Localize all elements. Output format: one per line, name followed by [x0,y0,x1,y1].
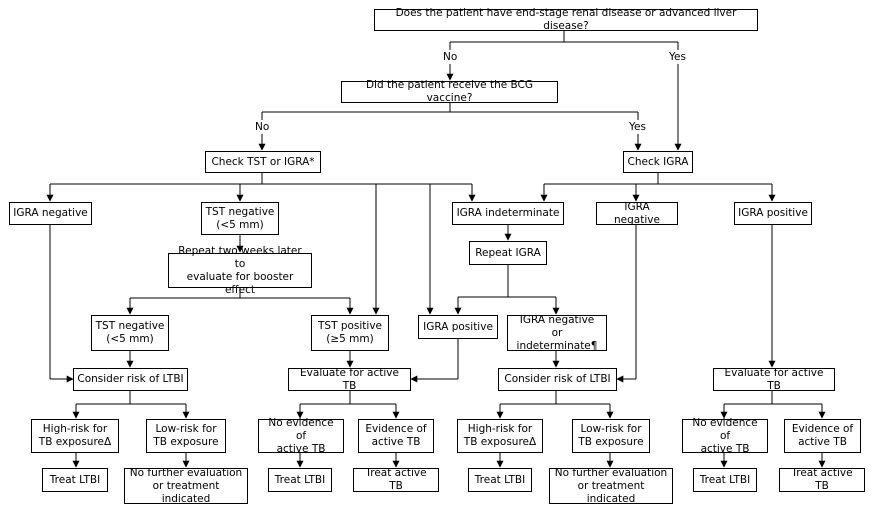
no-further-right: No further evaluation or treatment indic… [549,467,673,505]
treat-ltbi-2: Treat LTBI [268,468,332,492]
igra-positive-mid: IGRA positive [418,315,498,339]
igra-indeterminate: IGRA indeterminate [452,202,564,225]
evidence-right: Evidence of active TB [784,419,861,453]
treat-ltbi-1: Treat LTBI [42,468,108,492]
treat-ltbi-4: Treat LTBI [693,468,757,492]
igra-positive-right: IGRA positive [734,202,812,225]
q2-yes-label: Yes [629,121,646,133]
consider-ltbi-right: Consider risk of LTBI [498,368,617,391]
igra-negative-left: IGRA negative [9,202,92,225]
no-further-left: No further evaluation or treatment indic… [124,467,248,505]
q1-no-label: No [443,51,458,63]
evaluate-active-tb-right: Evaluate for active TB [713,367,835,392]
tst-negative-initial: TST negative (<5 mm) [201,202,279,235]
high-risk-left: High-risk for TB exposureΔ [31,419,119,453]
q2-no-label: No [255,121,270,133]
no-evidence-right: No evidence of active TB [682,417,768,455]
high-risk-right: High-risk for TB exposureΔ [457,419,543,453]
evaluate-active-tb-mid: Evaluate for active TB [288,367,411,392]
treat-ltbi-3: Treat LTBI [468,468,532,492]
consider-ltbi-left: Consider risk of LTBI [73,368,188,391]
tst-negative-repeat: TST negative (<5 mm) [91,315,169,351]
treat-active-tb-1: Treat active TB [353,467,439,492]
check-tst-or-igra: Check TST or IGRA* [205,151,321,173]
repeat-igra: Repeat IGRA [469,241,547,265]
treat-active-tb-2: Treat active TB [779,467,865,492]
igra-negative-right: IGRA negative [596,201,678,226]
check-igra: Check IGRA [623,151,693,173]
tst-positive: TST positive (≥5 mm) [311,315,389,351]
bcg-vaccine-question: Did the patient receive the BCG vaccine? [341,79,558,104]
esrd-liver-question: Does the patient have end-stage renal di… [374,7,758,32]
low-risk-right: Low-risk for TB exposure [572,419,650,453]
q1-yes-label: Yes [669,51,686,63]
low-risk-left: Low-risk for TB exposure [146,419,226,453]
igra-negative-or-indeterminate: IGRA negative or indeterminate¶ [507,314,607,352]
evidence-mid: Evidence of active TB [358,419,434,453]
no-evidence-mid: No evidence of active TB [258,417,344,455]
repeat-booster-test: Repeat two weeks later to evaluate for b… [168,245,312,296]
